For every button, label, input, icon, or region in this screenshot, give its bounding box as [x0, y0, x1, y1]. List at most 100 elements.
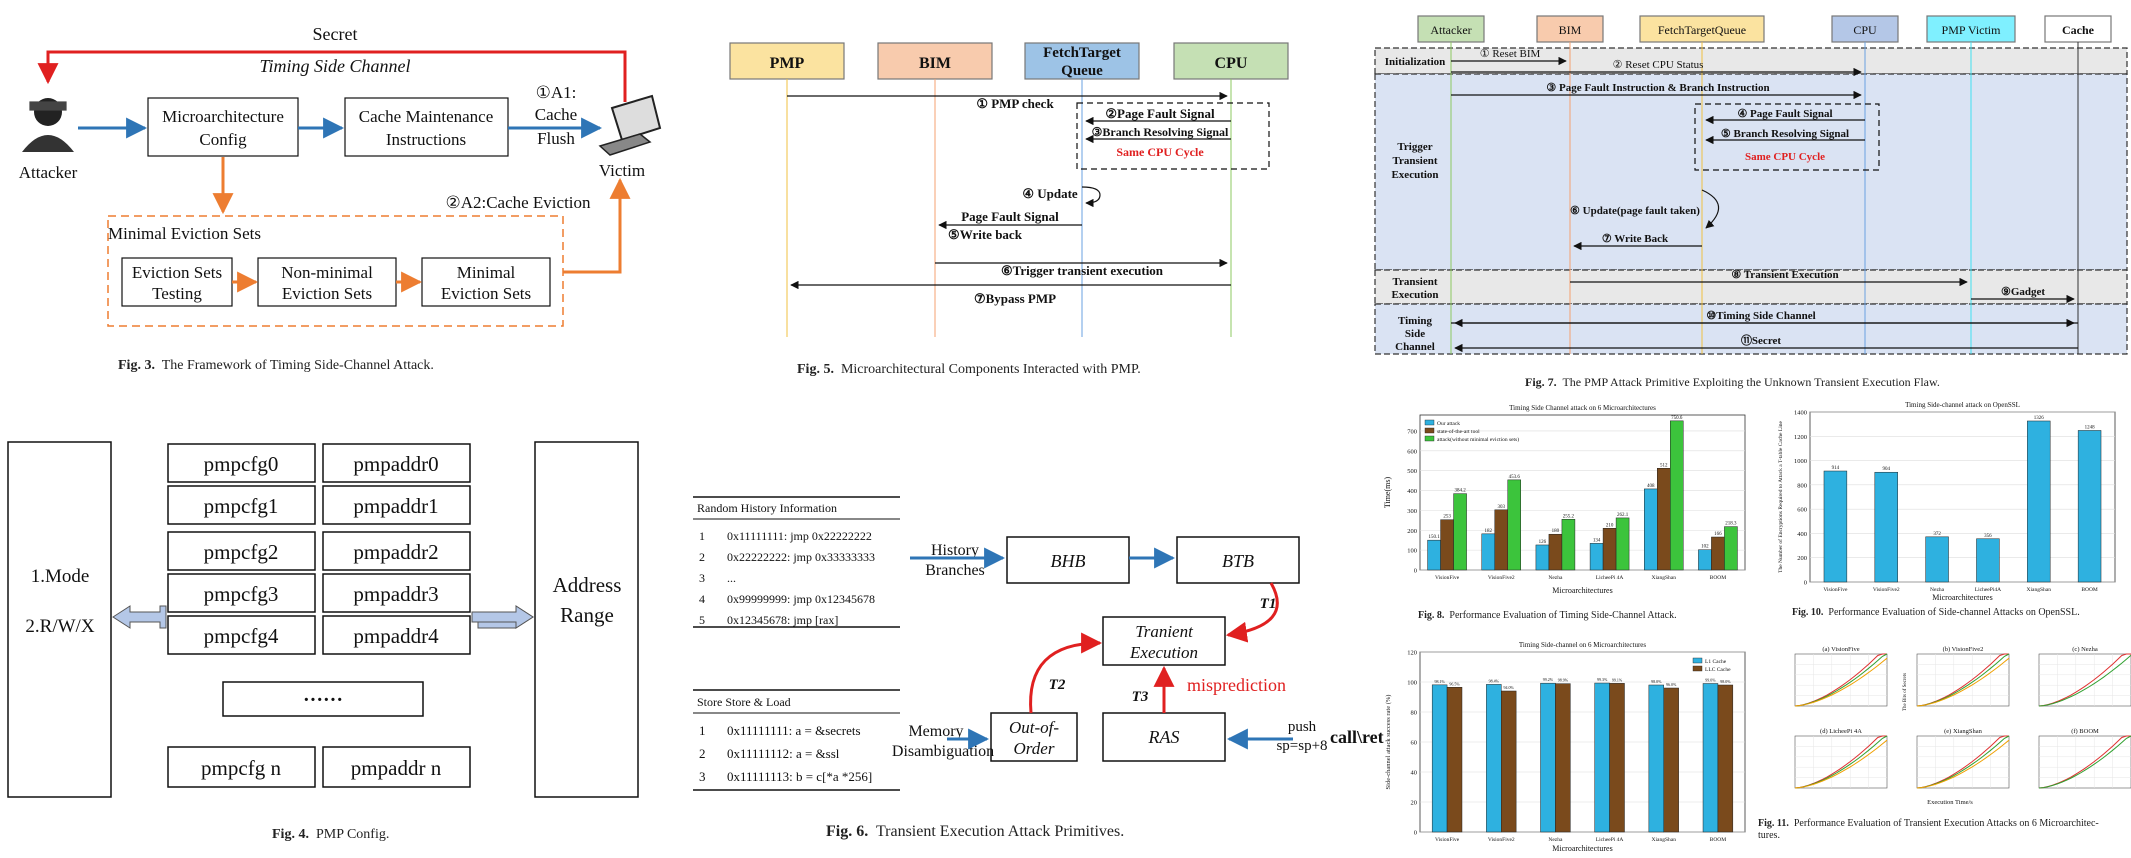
bar-value-label: 453.6 [1509, 475, 1521, 480]
fig7-header-label: BIM [1559, 23, 1582, 37]
fig7-sequence-diagram: InitializationTriggerTransientExecutionT… [1374, 15, 2128, 355]
ras-label: RAS [1148, 727, 1180, 747]
band-transient-label-2: Execution [1391, 289, 1438, 301]
pmpcfg-label: pmpcfg4 [204, 624, 279, 648]
y-tick-label: 1200 [1794, 434, 1807, 441]
x-tick-label: VisionFive [1435, 575, 1460, 581]
table1-row-code: 0x11111111: jmp 0x22222222 [727, 529, 872, 543]
bar [1561, 519, 1576, 571]
y-tick-label: 60 [1411, 740, 1418, 747]
msg7-7-label: ⑦ Write Back [1602, 233, 1669, 245]
subplot-curve [1794, 739, 1888, 789]
x-tick-label: BOOM [2081, 587, 2098, 593]
x-tick-label: VisionFive2 [1873, 587, 1900, 593]
fig11-caption-line-2: tures. [1758, 830, 1780, 841]
pmpaddr-box [322, 615, 471, 655]
bar [1670, 420, 1684, 571]
fig7-header-box [1831, 15, 1899, 43]
fig11-panel: (a) VisionFive(b) VisionFive2(c) Nezha(d… [1765, 642, 2131, 812]
subplot-curve [2038, 653, 2131, 707]
legend-swatch [1424, 435, 1435, 442]
arrow-t1 [1225, 582, 1279, 643]
table1-row-num: 5 [699, 613, 705, 627]
t2-label: T2 [1049, 677, 1066, 693]
fig5-header-ftq-1: FetchTarget [1043, 45, 1121, 61]
msg7-9-label: ⑨Gadget [2001, 286, 2045, 298]
memory-label-1: Memory [908, 723, 963, 740]
bar [1453, 493, 1467, 571]
btb-box [1176, 536, 1300, 584]
table1-row-code: 0x12345678: jmp [rax] [727, 613, 838, 627]
fig11-y-axis-label: The Bits of Secrets [1903, 673, 1908, 711]
x-tick-label: LicheePi 4A [1596, 575, 1624, 581]
bar-value-label: 99.2% [1543, 677, 1554, 682]
y-tick-label: 300 [1407, 508, 1417, 515]
bar [1446, 687, 1463, 833]
arrow-t2 [1029, 632, 1103, 714]
pmpcfg-box [167, 573, 316, 613]
bar-value-label: 134 [1593, 538, 1601, 543]
table1-row-code: ... [727, 571, 736, 585]
fig11-caption-line-1: Performance Evaluation of Transient Exec… [1793, 818, 2099, 829]
msg7-8-label: ⑧ Transient Execution [1731, 269, 1838, 281]
table2-row-num: 2 [699, 746, 706, 761]
pmpaddr-box [322, 443, 471, 483]
bar-value-label: 408 [1647, 484, 1655, 489]
pmpcfg-label: pmpcfg1 [204, 494, 279, 518]
y-tick-label: 600 [1797, 507, 1807, 514]
ooo-label-1: Out-of- [1009, 718, 1059, 737]
bar-value-label: 180 [1552, 529, 1560, 534]
y-tick-label: 400 [1407, 488, 1417, 495]
transient-label-2: Execution [1129, 643, 1198, 662]
x-axis-label: Microarchitectures [1932, 593, 1992, 602]
y-tick-label: 0 [1414, 830, 1417, 837]
bar-value-label: 218.3 [1725, 522, 1737, 527]
bar-value-label: 356 [1984, 534, 1992, 539]
legend-label: L1 Cache [1705, 659, 1727, 665]
bar-value-label: 99.0% [1705, 678, 1716, 683]
y-tick-label: 0 [1804, 580, 1807, 587]
t1-label: T1 [1260, 596, 1277, 612]
bar-value-label: 512 [1660, 463, 1668, 468]
attacker-body-icon [22, 135, 74, 152]
msg7-2-label: ② Reset CPU Status [1613, 59, 1704, 71]
fig11-x-axis-label: Execution Time/s [1927, 799, 1973, 806]
msg-write-back-label: ⑤Write back [948, 227, 1023, 242]
legend-swatch [1692, 657, 1703, 664]
box-minimal [421, 257, 551, 307]
msg7-10-label: ⑩Timing Side Channel [1706, 310, 1815, 322]
bar-value-label: 255.2 [1563, 514, 1575, 519]
min-sets-title: Minimal Eviction Sets [108, 224, 261, 243]
address-label: Address [553, 573, 622, 597]
y-tick-label: 80 [1411, 710, 1418, 717]
msg-pmp-check-label: ① PMP check [976, 96, 1054, 111]
msg-page-fault-label: ②Page Fault Signal [1105, 106, 1215, 121]
bar [1486, 684, 1502, 833]
pmpaddr-label: pmpaddr0 [353, 452, 438, 476]
fig4-caption: Fig. 4. PMP Config. [272, 827, 389, 843]
mode-label: 1.Mode [31, 566, 90, 587]
box1-label-2: Testing [152, 284, 202, 303]
micro-config-label-1: Microarchitecture [162, 107, 284, 126]
fig5-header-box [877, 42, 993, 80]
rwx-label: 2.R/W/X [25, 616, 94, 637]
transient-box [1102, 616, 1226, 666]
bhb-label: BHB [1051, 551, 1086, 571]
subplot-title: (e) XiangShan [1944, 728, 1982, 735]
fig5-caption: Fig. 5. Microarchitectural Components In… [797, 362, 1141, 378]
update-loop [1081, 186, 1101, 208]
msg-page-fault2-label: Page Fault Signal [961, 209, 1059, 224]
chart-title: Timing Side-channel attack on OpenSSL [1905, 401, 2020, 409]
arrow-eviction-victim [563, 177, 631, 274]
msg7-6-label: ⑥ Update(page fault taken) [1570, 205, 1700, 217]
bar-value-label: 166 [1714, 532, 1722, 537]
bhb-box [1006, 536, 1130, 584]
box3-label-2: Eviction Sets [441, 284, 531, 303]
fig8-caption: Fig. 8. Performance Evaluation of Timing… [1418, 610, 1677, 621]
x-tick-label: BOOM [1710, 575, 1727, 581]
fig7-caption-text: The PMP Attack Primitive Exploiting the … [1562, 375, 1940, 389]
subplot-curve [2038, 735, 2131, 789]
